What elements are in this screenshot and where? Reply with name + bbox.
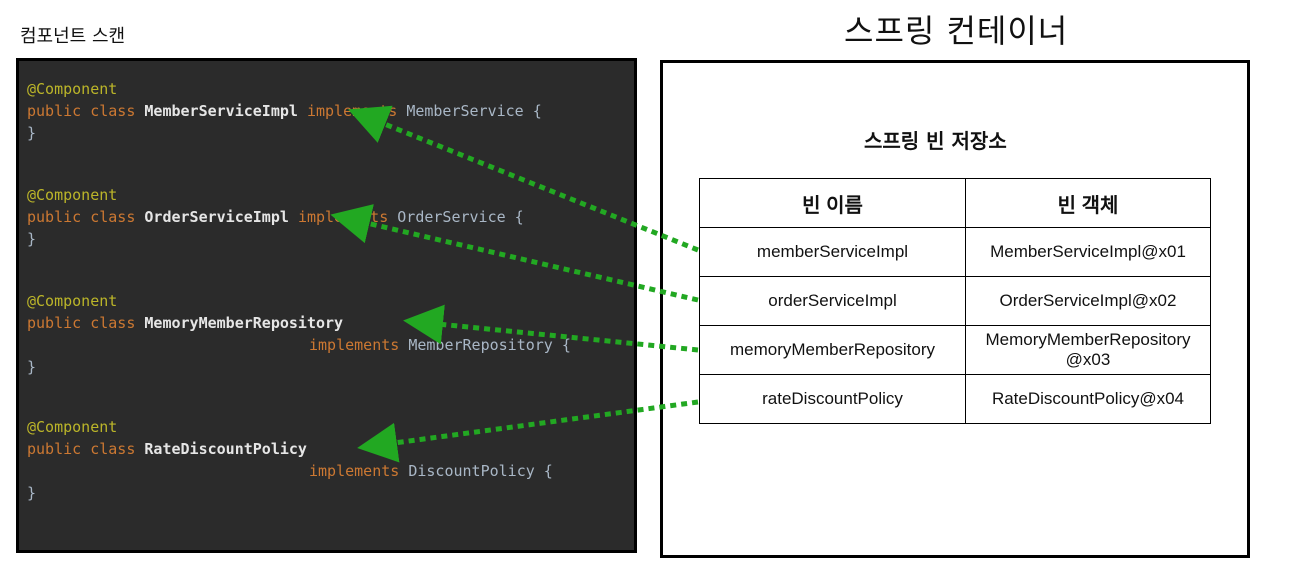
keyword-text: public class bbox=[27, 440, 145, 458]
arrow-memory-repository bbox=[403, 304, 699, 353]
bean-name-cell: memoryMemberRepository bbox=[699, 325, 966, 375]
annotation-line: @Component bbox=[27, 418, 117, 436]
bean-object-header: 빈 객체 bbox=[965, 178, 1211, 228]
class-name: MemberServiceImpl bbox=[144, 102, 298, 120]
keyword-text: public class bbox=[27, 208, 145, 226]
annotation-text: @Component bbox=[27, 186, 118, 204]
table-row: memoryMemberRepository MemoryMemberRepos… bbox=[699, 325, 1211, 375]
bean-object-cell: MemoryMemberRepository@x03 bbox=[965, 325, 1211, 375]
annotation-line: @Component bbox=[27, 80, 117, 98]
class-declaration-line: public class MemoryMemberRepository bbox=[27, 314, 343, 332]
keyword-text: public class bbox=[27, 314, 145, 332]
bean-name-cell: memberServiceImpl bbox=[699, 227, 966, 277]
keyword-text: implements bbox=[309, 462, 400, 480]
annotation-text: @Component bbox=[27, 80, 118, 98]
arrow-member-service bbox=[348, 105, 699, 253]
annotation-text: @Component bbox=[27, 292, 118, 310]
closing-brace: } bbox=[27, 124, 37, 142]
keyword-text: implements bbox=[309, 336, 400, 354]
closing-brace-line: } bbox=[27, 230, 36, 248]
bean-object-line: @x03 bbox=[1065, 350, 1111, 369]
bean-object-cell: MemberServiceImpl@x01 bbox=[965, 227, 1211, 277]
class-name: MemoryMemberRepository bbox=[144, 314, 344, 332]
code-panel: @Component public class MemberServiceImp… bbox=[16, 58, 637, 553]
bean-table: 빈 이름 빈 객체 memberServiceImpl MemberServic… bbox=[699, 178, 1211, 424]
closing-brace: } bbox=[27, 484, 37, 502]
interface-name: DiscountPolicy { bbox=[408, 462, 553, 480]
table-row: memberServiceImpl MemberServiceImpl@x01 bbox=[699, 227, 1211, 277]
keyword-text: public class bbox=[27, 102, 145, 120]
annotation-line: @Component bbox=[27, 292, 117, 310]
interface-name: MemberService { bbox=[406, 102, 542, 120]
arrow-order-service bbox=[330, 204, 699, 303]
bean-object-cell: RateDiscountPolicy@x04 bbox=[965, 374, 1211, 424]
bean-store-title: 스프링 빈 저장소 bbox=[864, 129, 1007, 153]
closing-brace: } bbox=[27, 358, 37, 376]
annotation-line: @Component bbox=[27, 186, 117, 204]
table-header-row: 빈 이름 빈 객체 bbox=[699, 178, 1211, 228]
table-row: rateDiscountPolicy RateDiscountPolicy@x0… bbox=[699, 374, 1211, 424]
class-name: OrderServiceImpl bbox=[144, 208, 289, 226]
class-declaration-line: public class RateDiscountPolicy bbox=[27, 440, 307, 458]
bean-object-line: MemoryMemberRepository bbox=[985, 330, 1191, 349]
implements-line: implements DiscountPolicy { bbox=[309, 462, 553, 480]
closing-brace-line: } bbox=[27, 358, 36, 376]
closing-brace-line: } bbox=[27, 484, 36, 502]
bean-name-cell: rateDiscountPolicy bbox=[699, 374, 966, 424]
class-name: RateDiscountPolicy bbox=[144, 440, 307, 458]
closing-brace: } bbox=[27, 230, 37, 248]
component-scan-title: 컴포넌트 스캔 bbox=[20, 26, 126, 47]
closing-brace-line: } bbox=[27, 124, 36, 142]
spring-container-title: 스프링 컨테이너 bbox=[844, 12, 1069, 50]
interface-name: OrderService { bbox=[397, 208, 524, 226]
arrow-rate-discount bbox=[357, 399, 699, 463]
annotation-text: @Component bbox=[27, 418, 118, 436]
bean-object-cell: OrderServiceImpl@x02 bbox=[965, 276, 1211, 326]
table-row: orderServiceImpl OrderServiceImpl@x02 bbox=[699, 276, 1211, 326]
